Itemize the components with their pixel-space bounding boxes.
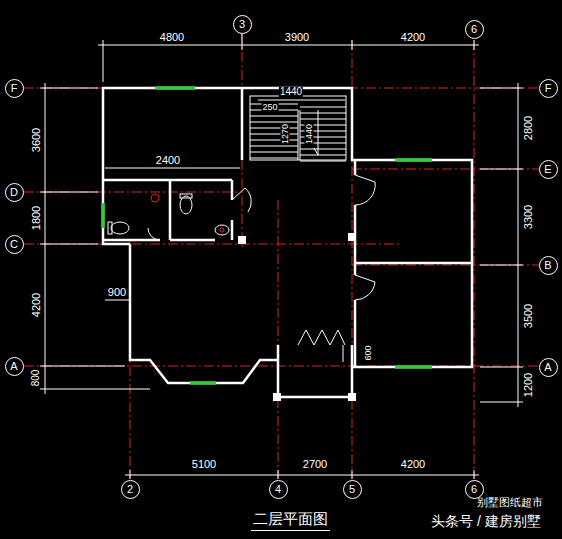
dimension-text: 3300 <box>523 204 534 230</box>
doors <box>148 175 375 345</box>
dimension-text: 3600 <box>31 127 42 153</box>
axis-label: 2 <box>127 484 133 495</box>
columns <box>238 233 356 401</box>
axis-label: A <box>10 361 17 372</box>
fixtures <box>108 194 229 235</box>
dimension-text: 3900 <box>284 32 310 43</box>
axis-label: 5 <box>349 484 355 495</box>
dimension-text: 250 <box>261 103 278 112</box>
dimension-text: 1800 <box>31 205 42 231</box>
dimension-text: 2400 <box>155 155 181 166</box>
axis-lines <box>24 34 539 479</box>
dimension-text: 1270 <box>281 123 290 145</box>
axis-label: 6 <box>471 24 477 35</box>
axis-label: 3 <box>239 19 245 30</box>
dimension-text: 1200 <box>523 372 534 398</box>
grid-bubble: B <box>539 256 558 275</box>
grid-bubble: 3 <box>233 15 252 34</box>
axis-label: A <box>544 362 551 373</box>
walls <box>103 88 472 397</box>
axis-label: 4 <box>275 484 281 495</box>
dimension-text: 4800 <box>159 32 185 43</box>
dimension-lines <box>40 34 523 479</box>
dimension-text: 5100 <box>191 459 217 470</box>
grid-bubble: 2 <box>121 480 140 499</box>
axis-label: C <box>10 239 18 250</box>
dimension-text: 4200 <box>400 32 426 43</box>
windows <box>103 88 432 383</box>
stairs <box>250 96 346 161</box>
dimension-text: 800 <box>31 369 41 388</box>
grid-bubble: 6 <box>465 20 484 39</box>
grid-bubble: C <box>5 235 24 254</box>
grid-bubble: A <box>5 357 24 376</box>
dimension-text: 4200 <box>31 292 42 318</box>
grid-bubble: F <box>539 79 558 98</box>
axis-label: B <box>544 260 551 271</box>
watermark: 别墅图纸超市 <box>476 497 544 508</box>
dimension-text: 1440 <box>305 123 314 145</box>
grid-bubble: E <box>539 160 558 179</box>
grid-bubble: 5 <box>343 480 362 499</box>
dimension-text: 600 <box>364 344 373 361</box>
grid-bubble: A <box>539 358 558 377</box>
dimension-text: 3500 <box>523 303 534 329</box>
dimension-text: 4200 <box>400 459 426 470</box>
drawing-title: 二层平面图 <box>251 510 330 531</box>
grid-bubble: 4 <box>269 480 288 499</box>
axis-label: F <box>545 83 552 94</box>
grid-bubble: D <box>5 183 24 202</box>
dimension-text: 900 <box>107 287 127 298</box>
axis-label: 6 <box>471 484 477 495</box>
axis-label: D <box>10 187 18 198</box>
grid-bubble: F <box>5 79 24 98</box>
watermark: 头条号 / 建房别墅 <box>430 514 542 528</box>
dimension-text: 2800 <box>523 115 534 141</box>
axis-label: F <box>11 83 18 94</box>
dimension-text: 1440 <box>279 87 303 97</box>
dimension-text: 2700 <box>302 459 328 470</box>
axis-label: E <box>544 164 551 175</box>
